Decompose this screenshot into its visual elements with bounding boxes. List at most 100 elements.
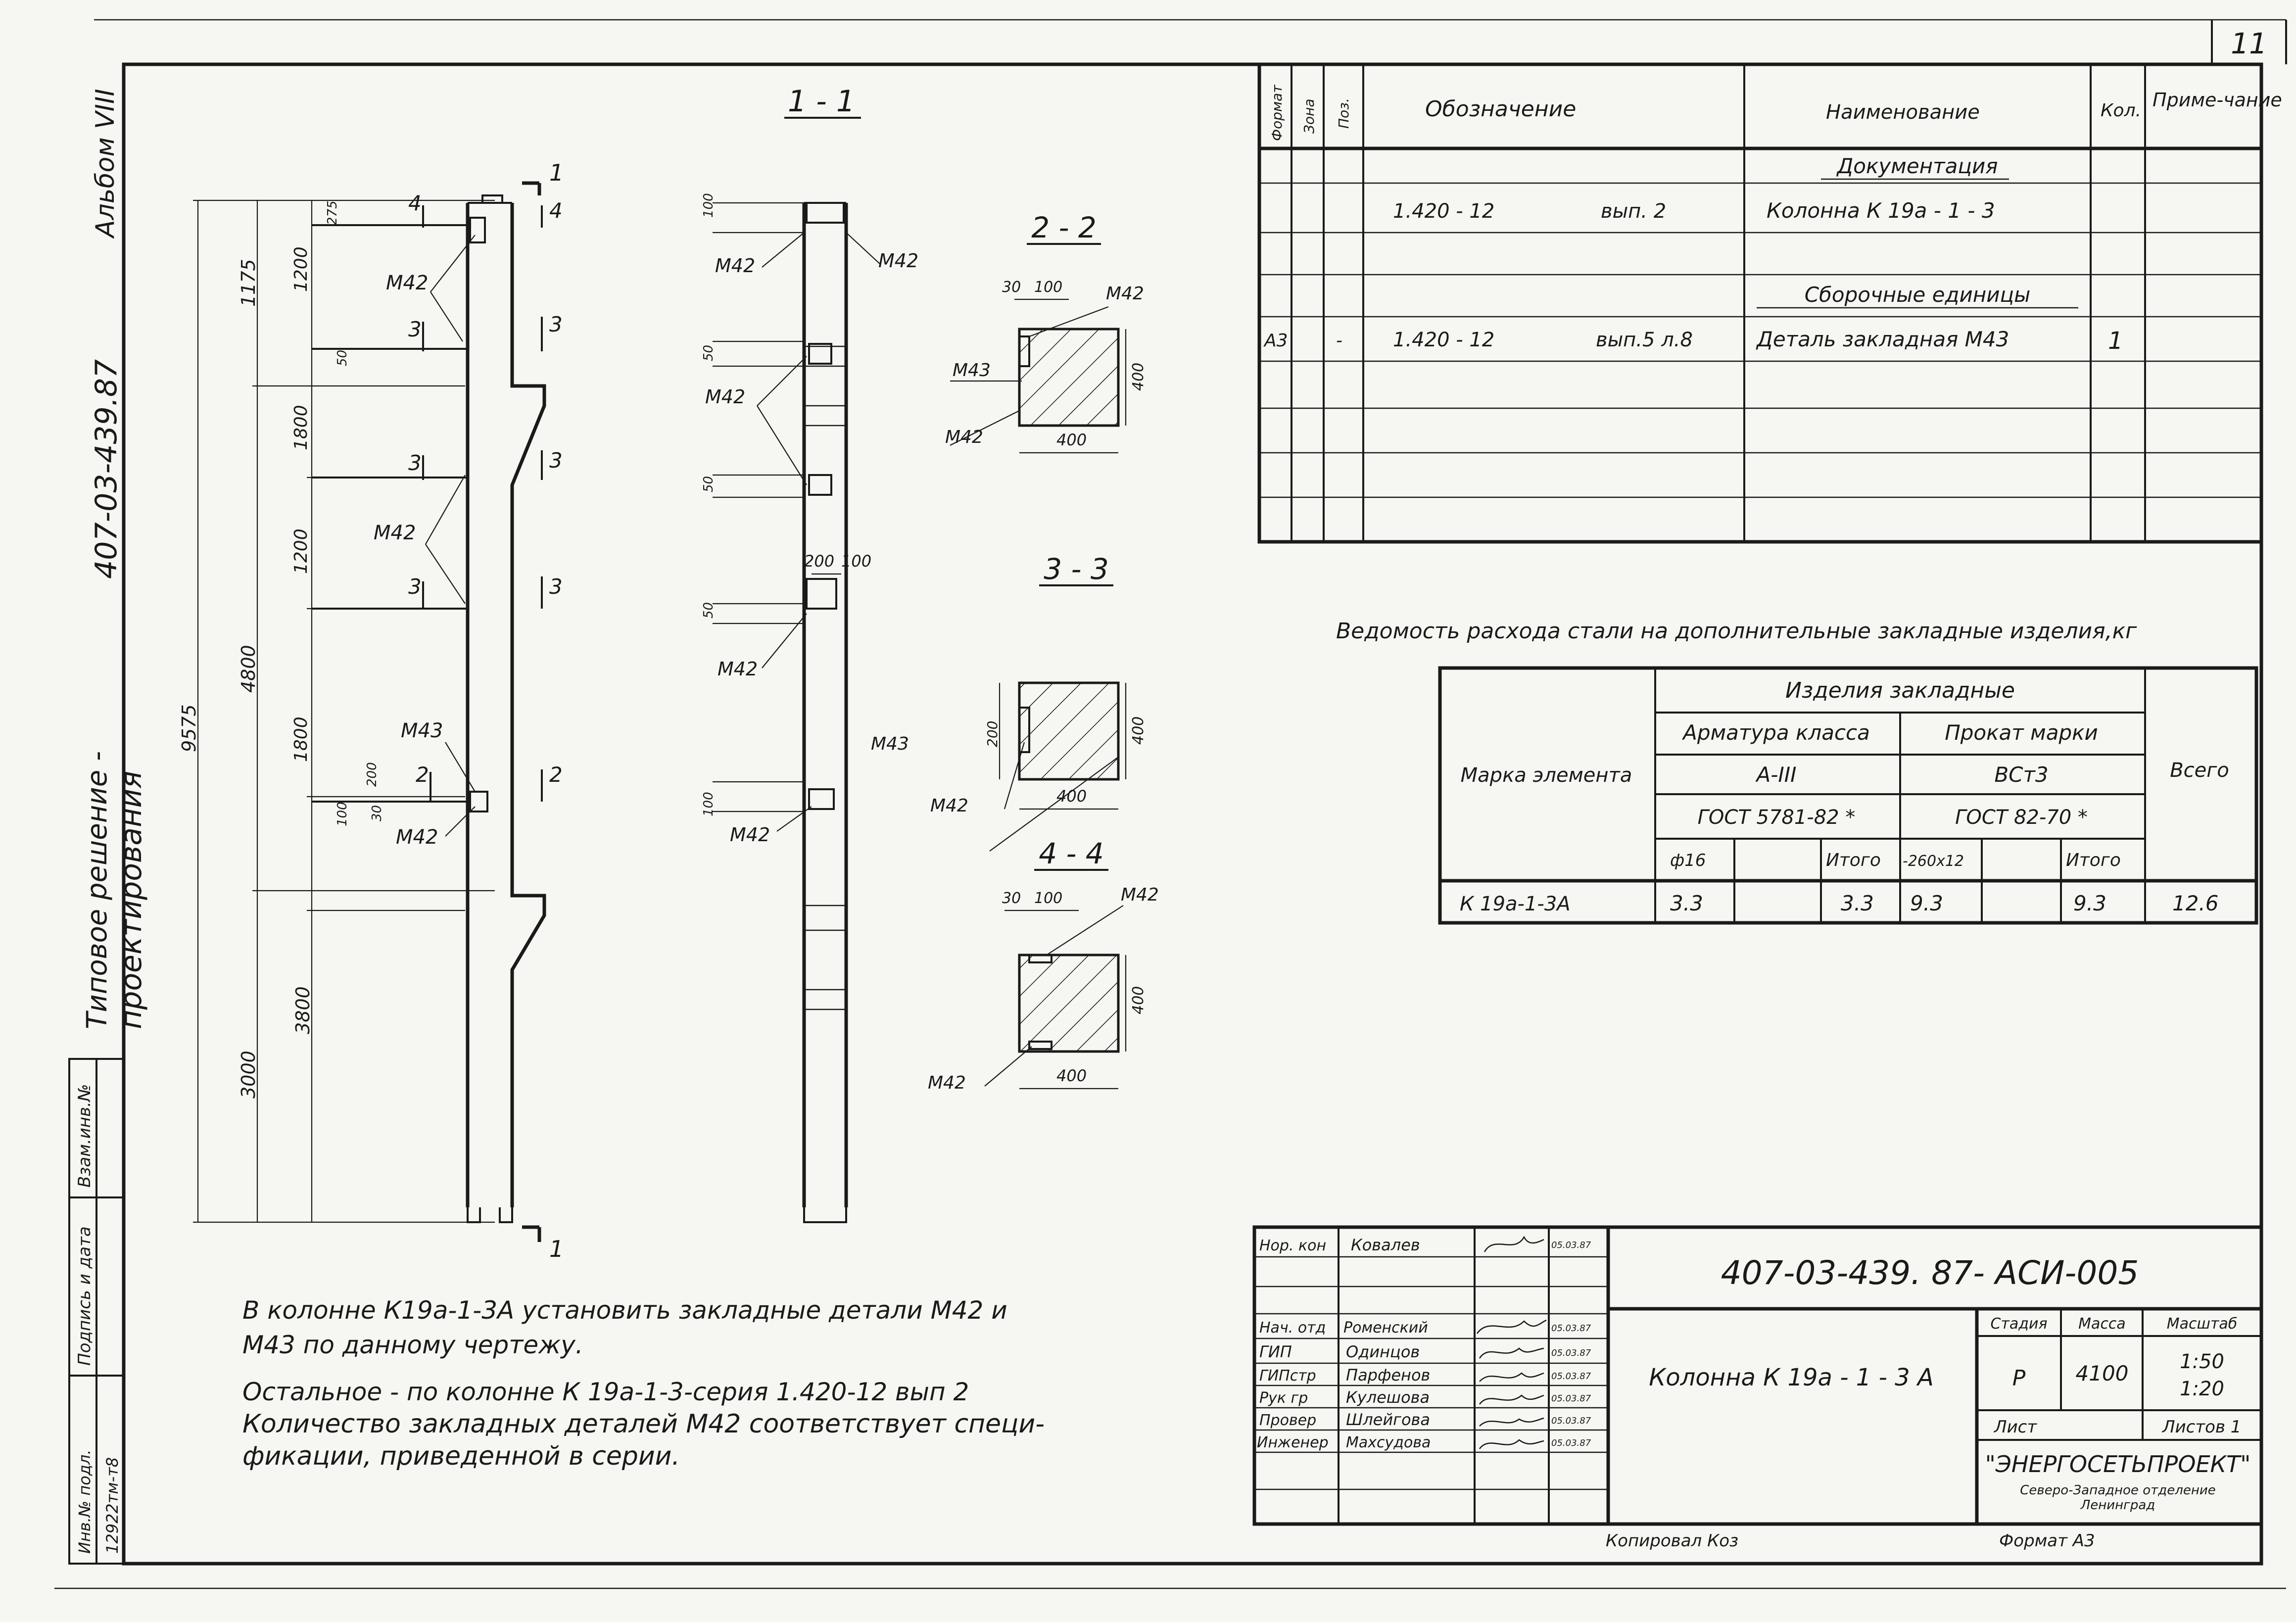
tb-date-5: 05.03.87 xyxy=(1551,1393,1591,1404)
steel-sec: -260х12 xyxy=(1903,853,1964,870)
spec-section-units: Сборочные единицы xyxy=(1805,283,2031,307)
s44-dim-400-h: 400 xyxy=(1056,1066,1087,1085)
label-m42-b: М42 xyxy=(374,522,416,544)
s11-label-m42-b: М42 xyxy=(878,250,918,272)
label-m43-a: М43 xyxy=(401,719,443,742)
s22-label-m42: М42 xyxy=(1106,284,1144,304)
side-stamp-inv-value: 12922тм-т8 xyxy=(103,1457,122,1554)
steel-row-mark: К 19а-1-3А xyxy=(1460,893,1571,915)
side-stamp-inv-label: Инв.№ подл. xyxy=(75,1449,94,1554)
s11-dim-100-top: 100 xyxy=(701,193,716,218)
tb-role-5: Рук гр xyxy=(1259,1389,1308,1407)
cut-mark-3b-left: 3 xyxy=(408,451,422,475)
s44-dim-100: 100 xyxy=(1034,890,1062,907)
cut-mark-3a-left: 3 xyxy=(408,317,422,341)
steel-row-v2: 3.3 xyxy=(1841,891,1874,915)
page-number: 11 xyxy=(2231,27,2267,60)
s44-label-m42-b: М42 xyxy=(928,1073,966,1093)
tb-role-7: Инженер xyxy=(1257,1434,1329,1451)
cut-mark-3c-right: 3 xyxy=(549,574,563,599)
s22-label-m42-b: М42 xyxy=(945,427,983,447)
title-block: Нор. кон Ковалев 05.03.87 Нач. отд Ромен… xyxy=(1252,1225,2263,1526)
steel-group: Изделия закладные xyxy=(1785,678,2015,703)
steel-phi: ф16 xyxy=(1670,851,1706,870)
tb-date-6: 05.03.87 xyxy=(1551,1416,1591,1426)
side-stamp-podpis: Подпись и дата xyxy=(75,1226,95,1366)
embedded-parts xyxy=(312,217,488,812)
s11-label-m42-e: М42 xyxy=(730,824,770,846)
column-elevation: 9575 1175 4800 3800 3000 1200 1800 1200 … xyxy=(178,159,564,1262)
s11-dim-200: 200 xyxy=(804,552,834,571)
section-4-4-body xyxy=(1018,954,1120,1053)
tb-scale1: 1:50 xyxy=(2180,1350,2224,1373)
s11-dim-50a: 50 xyxy=(701,345,716,361)
note-line5: фикации, приведенной в серии. xyxy=(242,1441,680,1471)
tb-listov-label: Листов 1 xyxy=(2161,1417,2241,1437)
side-stamp: Взам.инв.№ Подпись и дата Инв.№ подл. 12… xyxy=(68,1058,125,1565)
tb-date-3: 05.03.87 xyxy=(1551,1348,1591,1358)
tb-org3: Ленинград xyxy=(2080,1498,2155,1513)
dim-1200b: 1200 xyxy=(291,528,311,574)
tb-masshtab-h: Масштаб xyxy=(2167,1315,2238,1333)
tb-date-7: 05.03.87 xyxy=(1551,1438,1591,1448)
section-2-2-title: 2 - 2 xyxy=(1031,211,1097,244)
section-4-4: 4 - 4 400 400 30 100 М42 М42 xyxy=(928,837,1159,1093)
sheet-frame xyxy=(54,19,2287,1589)
s33-label-m43: М43 xyxy=(871,734,909,754)
dim-200: 200 xyxy=(365,762,380,787)
spec-row1-oboz: 1.420 - 12 xyxy=(1393,200,1494,223)
s33-dim-400-v: 400 xyxy=(1130,716,1147,745)
side-album: Альбом VIII xyxy=(91,89,120,239)
spec-row2-zona: - xyxy=(1336,331,1342,351)
note-line3: Остальное - по колонне К 19а-1-3-серия 1… xyxy=(242,1378,969,1406)
s33-label-m42: М42 xyxy=(930,796,968,816)
steel-row-v3: 9.3 xyxy=(1910,891,1943,915)
tb-date-4: 05.03.87 xyxy=(1551,1371,1591,1382)
section-2-2: 2 - 2 400 400 30 100 М42 М43 М42 xyxy=(945,211,1147,454)
steel-title: Ведомость расхода стали на дополнительны… xyxy=(1336,619,2137,644)
spec-row2-kol: 1 xyxy=(2108,327,2123,355)
cut-mark-4-right: 4 xyxy=(549,198,563,223)
tb-org2: Северо-Западное отделение xyxy=(2020,1483,2215,1498)
steel-gost1: ГОСТ 5781-82 * xyxy=(1698,806,1856,829)
signatures xyxy=(1476,1236,1547,1449)
cut-marks: 1 1 4 4 3 3 3 3 3 3 2 2 xyxy=(408,159,564,1262)
tb-title: Колонна К 19а - 1 - 3 А xyxy=(1649,1364,1934,1391)
tb-massa-h: Масса xyxy=(2078,1315,2126,1333)
tb-massa: 4100 xyxy=(2076,1361,2129,1385)
cut-mark-1-bottom: 1 xyxy=(549,1236,564,1262)
steel-table: Ведомость расхода стали на дополнительны… xyxy=(1336,619,2258,925)
steel-armatura: Арматура класса xyxy=(1681,720,1870,745)
tb-date-0: 05.03.87 xyxy=(1551,1240,1591,1250)
dim-275: 275 xyxy=(325,200,340,225)
spec-row2-naim: Деталь закладная М43 xyxy=(1756,327,2009,351)
spec-row2-vyp: вып.5 л.8 xyxy=(1596,329,1693,351)
side-stamp-vzam: Взам.инв.№ xyxy=(75,1084,95,1188)
s33-dim-400-h: 400 xyxy=(1056,787,1087,806)
s22-dim-30: 30 xyxy=(1002,279,1021,296)
section-1-1-title: 1 - 1 xyxy=(788,84,855,119)
cut-mark-3c-left: 3 xyxy=(408,574,422,599)
side-project-line1: Типовое решение - xyxy=(81,751,113,1029)
s22-dim-100: 100 xyxy=(1034,279,1062,296)
s33-dim-200: 200 xyxy=(984,721,1001,747)
spec-row2-oboz: 1.420 - 12 xyxy=(1393,329,1494,351)
s11-label-m42-c: М42 xyxy=(705,386,745,408)
steel-prokat: Прокат марки xyxy=(1945,720,2098,745)
note-line4: Количество закладных деталей М42 соответ… xyxy=(242,1409,1045,1439)
tb-name-3: Одинцов xyxy=(1346,1342,1420,1361)
section-2-2-body xyxy=(1018,328,1120,427)
s11-dim-50b: 50 xyxy=(701,476,716,492)
elevation-leaders: М42 М42 М43 М42 xyxy=(374,235,476,849)
dim-9575: 9575 xyxy=(178,704,200,752)
tb-scale2: 1:20 xyxy=(2180,1378,2224,1400)
tb-name-5: Кулешова xyxy=(1346,1388,1430,1407)
spec-table: Формат Зона Поз. Обозначение Наименовани… xyxy=(1257,62,2282,544)
s22-label-m43: М43 xyxy=(953,360,991,381)
steel-row-v4: 9.3 xyxy=(2073,891,2106,915)
tb-name-2: Роменский xyxy=(1343,1319,1428,1336)
tb-role-3: ГИП xyxy=(1259,1342,1292,1361)
spec-section-docs: Документация xyxy=(1836,154,1998,178)
spec-row1-vyp: вып. 2 xyxy=(1601,200,1666,223)
